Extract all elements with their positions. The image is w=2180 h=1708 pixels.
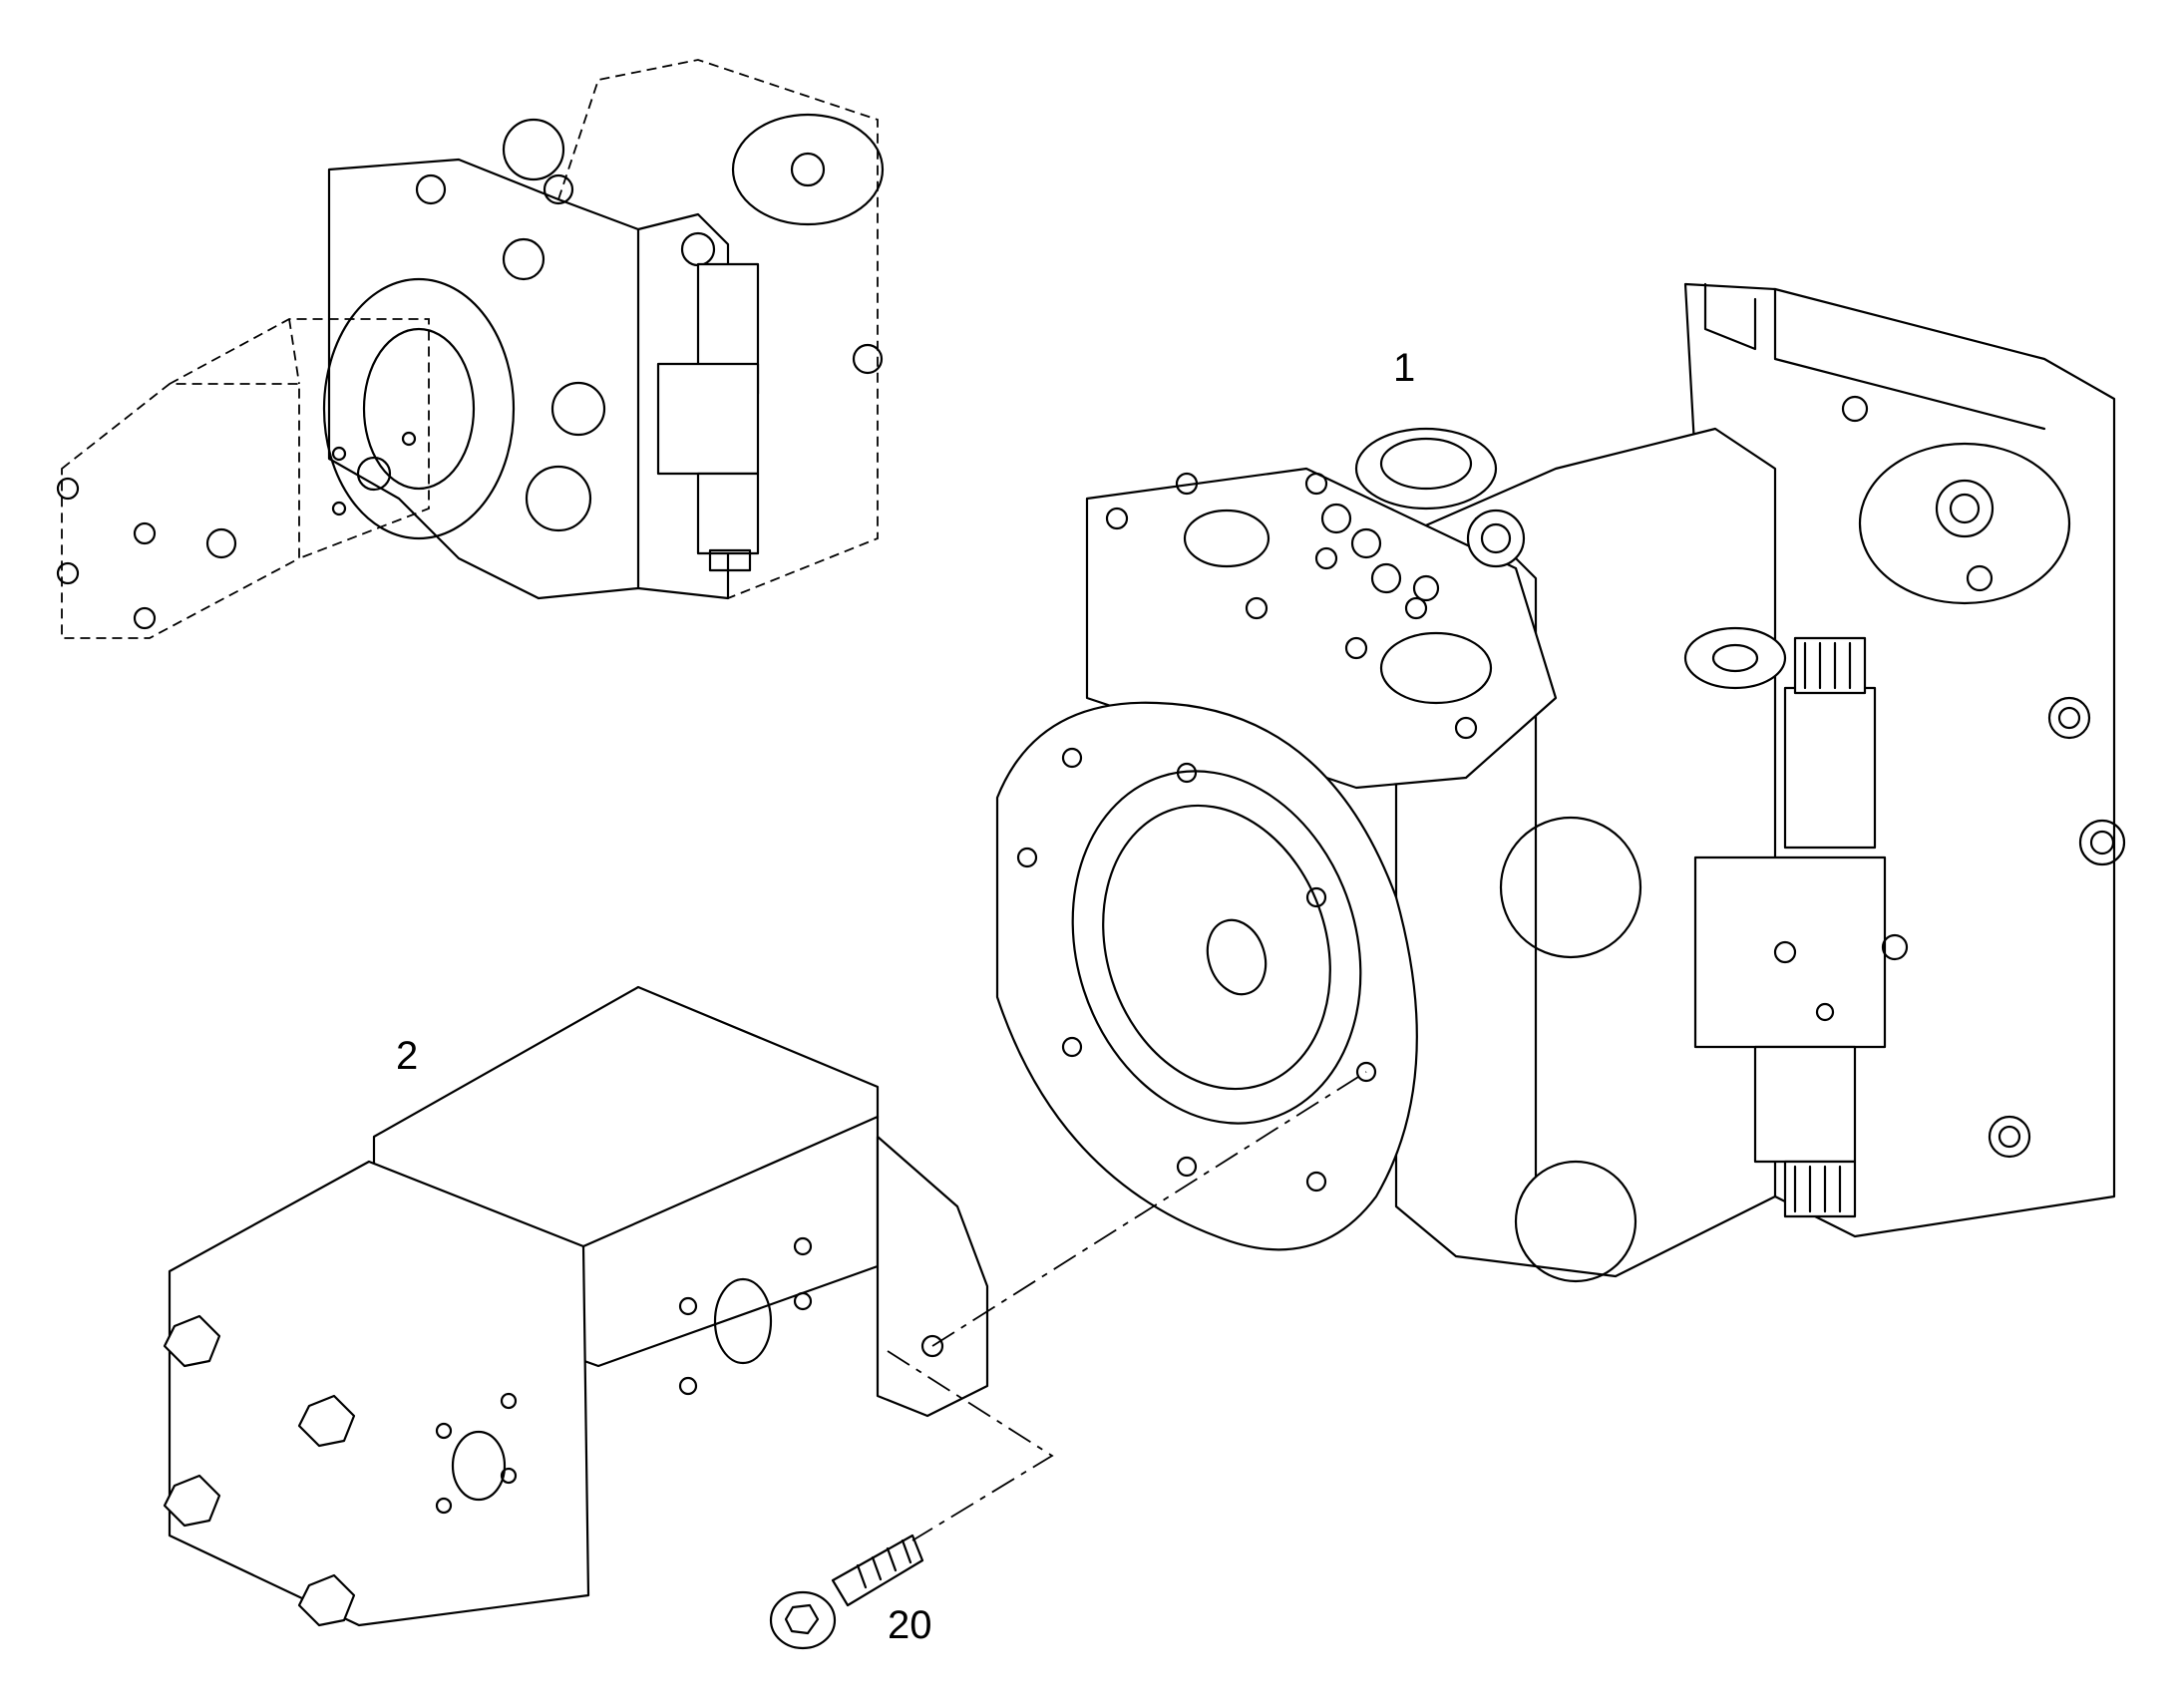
pump-end-port	[451, 1430, 507, 1502]
washer-fitting	[1683, 626, 1787, 690]
solenoid-valve	[1693, 636, 1909, 1218]
hex-bolt	[297, 1573, 356, 1627]
port-b	[1514, 1160, 1637, 1283]
hex-bolt	[163, 1314, 221, 1368]
hex-bolt	[163, 1474, 221, 1528]
inset-motor-body	[322, 59, 885, 600]
hex-plug	[1466, 509, 1526, 568]
pump-port	[713, 1277, 773, 1365]
pump-end-cover	[168, 1160, 590, 1627]
solenoid-coil-upper	[1783, 686, 1877, 850]
solenoid-knob	[1793, 636, 1867, 695]
assembly-overview-inset	[56, 59, 885, 639]
assembly-center-lines	[887, 1071, 1367, 1541]
hex-bolt	[297, 1394, 356, 1448]
mounting-flange	[995, 701, 1418, 1251]
top-port-fitting	[1354, 427, 1498, 511]
pump-mounting-flange	[876, 1135, 989, 1418]
cap-screw	[769, 1534, 924, 1650]
hydraulic-motor-assembly	[995, 282, 2126, 1283]
screw-head	[769, 1590, 837, 1650]
gear-pump	[163, 985, 989, 1627]
port-a	[1499, 816, 1642, 959]
inset-gear-pump	[56, 318, 430, 639]
solenoid-knob-lower	[1783, 1160, 1857, 1218]
callout-20: 20	[888, 1603, 932, 1647]
callout-1: 1	[1393, 346, 1415, 390]
solenoid-coil-lower	[1753, 1045, 1857, 1164]
callout-2: 2	[396, 1034, 418, 1078]
valve-block	[1693, 855, 1887, 1049]
